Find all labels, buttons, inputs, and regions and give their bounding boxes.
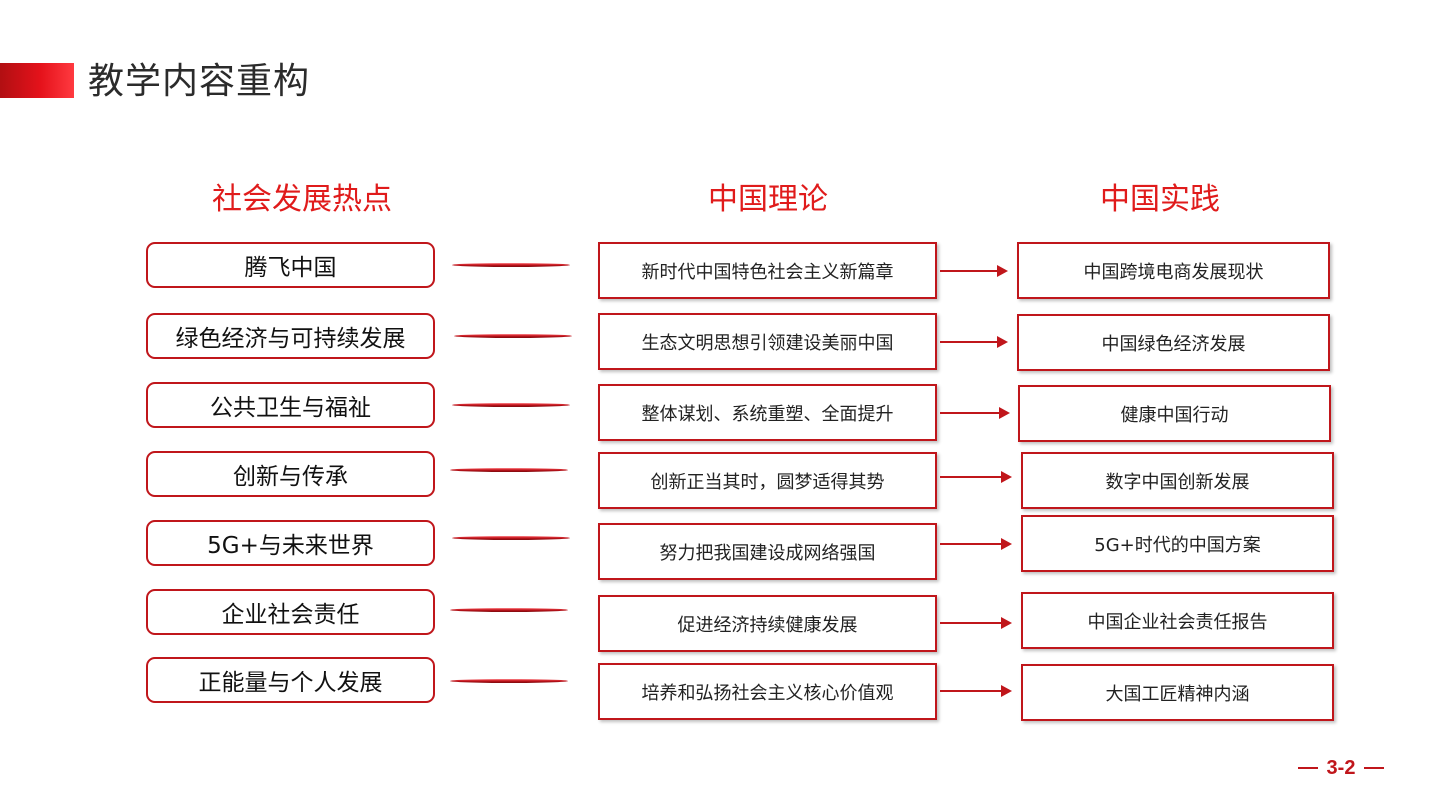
- hotspot-box: 5G+与未来世界: [146, 520, 435, 566]
- page-number-text: 3-2: [1326, 756, 1356, 779]
- theory-box: 新时代中国特色社会主义新篇章: [598, 242, 937, 299]
- page-number-dash-left: [1298, 767, 1318, 769]
- heading-social-hotspots: 社会发展热点: [212, 182, 392, 217]
- arrow-icon: [940, 265, 1008, 277]
- hotspot-box: 企业社会责任: [146, 589, 435, 635]
- practice-box: 中国绿色经济发展: [1017, 314, 1330, 371]
- theory-box: 生态文明思想引领建设美丽中国: [598, 313, 937, 370]
- hotspot-box: 创新与传承: [146, 451, 435, 497]
- hotspot-box: 绿色经济与可持续发展: [146, 313, 435, 359]
- page-title: 教学内容重构: [88, 61, 311, 102]
- row-connector: [450, 468, 568, 472]
- page-number-dash-right: [1364, 767, 1384, 769]
- heading-china-practice: 中国实践: [1100, 182, 1220, 217]
- practice-box: 中国企业社会责任报告: [1021, 592, 1334, 649]
- row-connector: [452, 536, 570, 540]
- row-connector: [452, 263, 570, 267]
- hotspot-box: 腾飞中国: [146, 242, 435, 288]
- theory-box: 促进经济持续健康发展: [598, 595, 937, 652]
- row-connector: [452, 403, 570, 407]
- arrow-icon: [940, 617, 1012, 629]
- arrow-icon: [940, 685, 1012, 697]
- row-connector: [454, 334, 572, 338]
- hotspot-box: 正能量与个人发展: [146, 657, 435, 703]
- practice-box: 数字中国创新发展: [1021, 452, 1334, 509]
- heading-china-theory: 中国理论: [708, 182, 828, 217]
- page-number: 3-2: [1298, 755, 1384, 781]
- hotspot-box: 公共卫生与福祉: [146, 382, 435, 428]
- row-connector: [450, 679, 568, 683]
- theory-box: 培养和弘扬社会主义核心价值观: [598, 663, 937, 720]
- theory-box: 努力把我国建设成网络强国: [598, 523, 937, 580]
- arrow-icon: [940, 407, 1010, 419]
- arrow-icon: [940, 336, 1008, 348]
- practice-box: 5G+时代的中国方案: [1021, 515, 1334, 572]
- theory-box: 整体谋划、系统重塑、全面提升: [598, 384, 937, 441]
- title-accent-bar: [0, 63, 74, 98]
- arrow-icon: [940, 538, 1012, 550]
- theory-box: 创新正当其时，圆梦适得其势: [598, 452, 937, 509]
- row-connector: [450, 608, 568, 612]
- practice-box: 大国工匠精神内涵: [1021, 664, 1334, 721]
- arrow-icon: [940, 471, 1012, 483]
- practice-box: 中国跨境电商发展现状: [1017, 242, 1330, 299]
- practice-box: 健康中国行动: [1018, 385, 1331, 442]
